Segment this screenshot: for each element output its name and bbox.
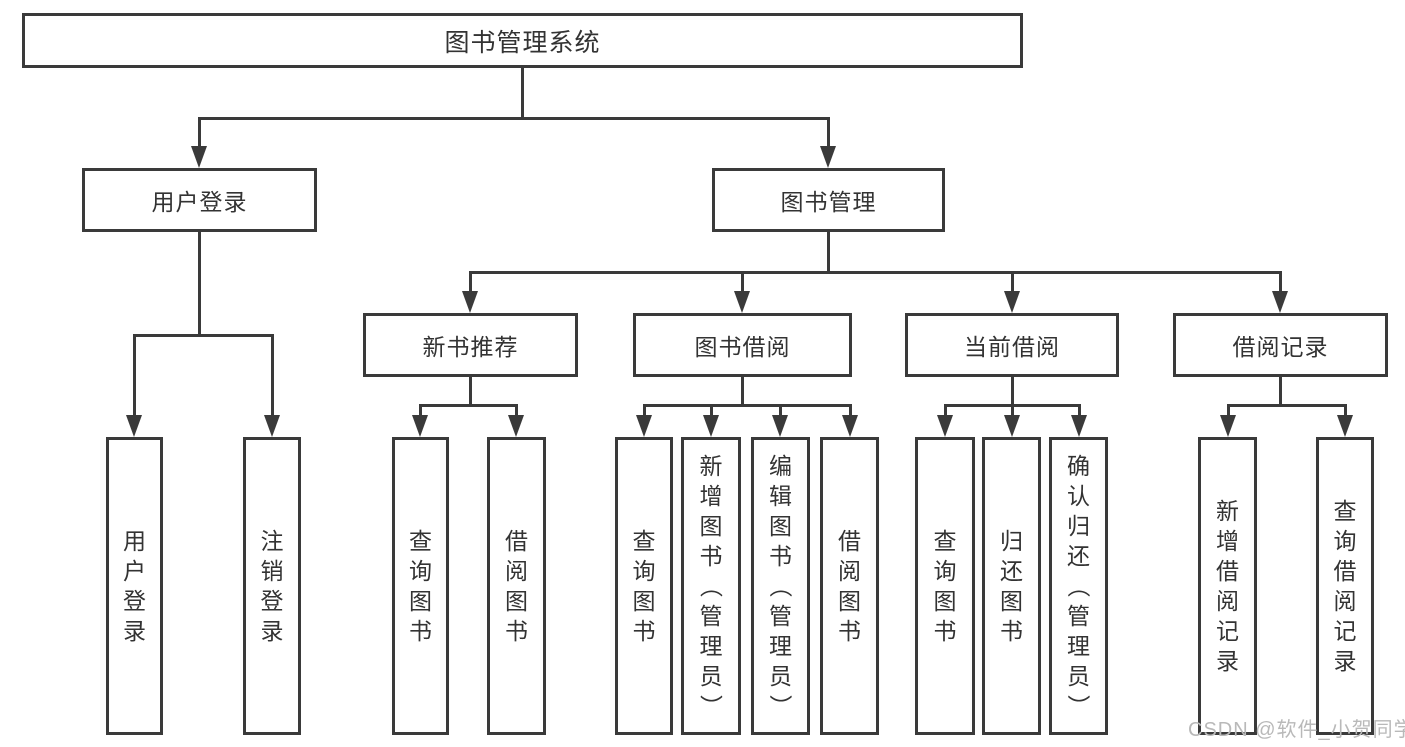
leaf-confirm-return-admin: 确认归还（管理员）	[1049, 437, 1108, 735]
arrow-down-icon	[191, 146, 207, 168]
connector-line	[1278, 270, 1282, 293]
csdn-watermark: CSDN @软件_小贺同学	[1188, 719, 1405, 741]
connector-line	[1278, 377, 1282, 407]
arrow-down-icon	[462, 291, 478, 313]
arrow-down-icon	[1071, 415, 1087, 437]
arrow-down-icon	[1337, 415, 1353, 437]
arrow-down-icon	[734, 291, 750, 313]
arrow-down-icon	[820, 146, 836, 168]
arrow-down-icon	[1272, 291, 1288, 313]
node-label: 图书管理	[780, 189, 877, 215]
node-borrowing-records: 借阅记录	[1173, 313, 1388, 377]
leaf-logout: 注销登录	[243, 437, 301, 735]
connector-line	[197, 116, 201, 148]
connector-line	[520, 68, 524, 118]
connector-line	[642, 403, 852, 407]
connector-line	[741, 377, 744, 407]
arrow-down-icon	[412, 415, 428, 437]
connector-line	[468, 270, 472, 293]
arrow-down-icon	[842, 415, 858, 437]
node-label: 图书借阅	[694, 334, 791, 360]
connector-line	[709, 403, 713, 418]
leaf-query-book-borrowing: 查询图书	[615, 437, 673, 735]
connector-line	[132, 333, 274, 337]
connector-line	[1343, 403, 1347, 418]
connector-line	[270, 333, 274, 418]
connector-line	[1010, 270, 1014, 293]
node-label: 借阅记录	[1232, 334, 1329, 360]
arrow-down-icon	[1004, 291, 1020, 313]
node-label: 图书管理系统	[444, 28, 601, 57]
connector-line	[418, 403, 422, 418]
connector-line	[826, 232, 830, 273]
node-book-borrowing: 图书借阅	[633, 313, 852, 377]
node-label: 用户登录	[151, 189, 248, 215]
connector-line	[1010, 377, 1014, 407]
arrow-down-icon	[1220, 415, 1236, 437]
leaf-return-book: 归还图书	[982, 437, 1041, 735]
connector-line	[848, 403, 852, 418]
node-book-management: 图书管理	[712, 168, 945, 232]
connector-line	[132, 333, 136, 418]
connector-line	[642, 403, 646, 418]
leaf-borrow-book-recommend: 借阅图书	[487, 437, 546, 735]
leaf-borrow-book-borrowing: 借阅图书	[820, 437, 879, 735]
node-label: 当前借阅	[964, 334, 1060, 360]
arrow-down-icon	[937, 415, 953, 437]
leaf-add-borrow-record: 新增借阅记录	[1198, 437, 1257, 735]
connector-line	[943, 403, 947, 418]
connector-line	[826, 116, 830, 148]
leaf-query-borrow-record: 查询借阅记录	[1316, 437, 1374, 735]
connector-line	[514, 403, 518, 418]
arrow-down-icon	[264, 415, 280, 437]
node-root-library-system: 图书管理系统	[22, 13, 1023, 68]
connector-line	[468, 270, 1282, 274]
leaf-user-login: 用户登录	[106, 437, 163, 735]
connector-line	[468, 377, 472, 407]
arrow-down-icon	[508, 415, 524, 437]
arrow-down-icon	[772, 415, 788, 437]
arrow-down-icon	[636, 415, 652, 437]
leaf-edit-book-admin: 编辑图书（管理员）	[751, 437, 810, 735]
connector-line	[1226, 403, 1347, 407]
leaf-add-book-admin: 新增图书（管理员）	[681, 437, 741, 735]
leaf-query-book-current: 查询图书	[915, 437, 975, 735]
connector-line	[197, 232, 201, 337]
connector-line	[741, 270, 744, 293]
node-user-login: 用户登录	[82, 168, 317, 232]
arrow-down-icon	[703, 415, 719, 437]
node-current-borrowing: 当前借阅	[905, 313, 1119, 377]
leaf-query-book-recommend: 查询图书	[392, 437, 449, 735]
connector-line	[1077, 403, 1081, 418]
arrow-down-icon	[1004, 415, 1020, 437]
connector-line	[418, 403, 518, 407]
node-label: 新书推荐	[422, 334, 519, 360]
connector-line	[1010, 403, 1014, 418]
connector-line	[778, 403, 782, 418]
node-new-book-recommend: 新书推荐	[363, 313, 578, 377]
arrow-down-icon	[126, 415, 142, 437]
connector-line	[197, 116, 830, 120]
connector-line	[1226, 403, 1230, 418]
